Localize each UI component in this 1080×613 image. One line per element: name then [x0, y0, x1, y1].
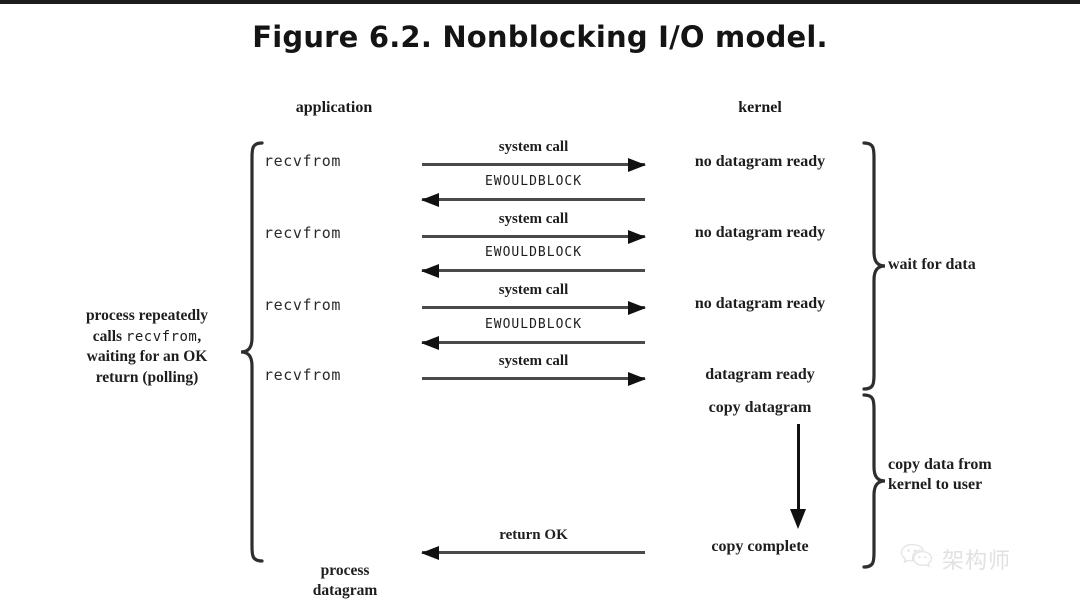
message-label: EWOULDBLOCK — [484, 174, 583, 189]
page-title: Figure 6.2. Nonblocking I/O model. — [252, 20, 828, 54]
application-call-4: recvfrom — [264, 366, 342, 384]
message-label: system call — [498, 211, 569, 227]
arrow-shaft — [422, 377, 645, 380]
brace-wait-for-data — [862, 140, 888, 392]
arrow-shaft — [422, 198, 645, 201]
message-label: system call — [498, 282, 569, 298]
message-label: system call — [498, 353, 569, 369]
application-call-1: recvfrom — [264, 152, 342, 170]
arrow-shaft — [422, 269, 645, 272]
brace-application — [238, 140, 264, 564]
note-line-2-prefix: calls — [92, 327, 126, 345]
process-datagram-line-1: process — [320, 562, 370, 579]
column-header-application: application — [295, 99, 373, 116]
brace-copy-data — [862, 392, 888, 570]
arrowhead-right — [628, 301, 646, 315]
application-call-3: recvfrom — [264, 296, 342, 314]
message-label: system call — [498, 139, 569, 155]
brace-label-wait-for-data: wait for data — [888, 256, 976, 273]
arrowhead-left — [421, 264, 439, 278]
copy-data-line-1: copy data from — [888, 456, 992, 473]
arrow-shaft — [422, 235, 645, 238]
copy-progress-arrow — [790, 424, 806, 529]
copy-data-line-2: kernel to user — [888, 476, 983, 494]
kernel-state-2: no datagram ready — [694, 224, 826, 241]
arrow-shaft — [797, 424, 800, 510]
message-label: EWOULDBLOCK — [484, 245, 583, 260]
note-line-1: process repeatedly — [85, 307, 209, 324]
kernel-state-3: no datagram ready — [694, 295, 826, 312]
arrow-shaft — [422, 163, 645, 166]
arrowhead-right — [628, 230, 646, 244]
arrowhead-down — [790, 509, 806, 529]
note-line-2-mono: recvfrom — [125, 328, 198, 345]
note-line-3: waiting for an OK — [86, 348, 208, 366]
top-border-rule — [0, 0, 1080, 4]
arrow-shaft — [422, 306, 645, 309]
note-line-4: return (polling) — [95, 368, 199, 386]
watermark: 架构师 — [900, 542, 1011, 575]
column-header-kernel: kernel — [738, 99, 782, 116]
arrowhead-left — [421, 336, 439, 350]
arrowhead-right — [628, 372, 646, 386]
process-datagram-label: process datagram — [260, 561, 430, 601]
arrow-shaft — [422, 341, 645, 344]
application-call-2: recvfrom — [264, 224, 342, 242]
message-label: EWOULDBLOCK — [484, 317, 583, 332]
arrowhead-right — [628, 158, 646, 172]
application-note: process repeatedly calls recvfrom, waiti… — [52, 306, 242, 388]
arrowhead-left — [421, 193, 439, 207]
message-label: return OK — [499, 527, 568, 543]
watermark-text: 架构师 — [942, 548, 1012, 574]
wechat-icon — [900, 542, 934, 575]
process-datagram-line-2: datagram — [312, 582, 378, 600]
kernel-state-1: no datagram ready — [694, 153, 826, 170]
note-line-2-suffix: , — [197, 327, 202, 345]
arrow-shaft — [422, 551, 645, 554]
kernel-state-copy-complete: copy complete — [711, 538, 809, 555]
brace-label-copy-data: copy data from kernel to user — [888, 455, 992, 496]
kernel-state-copy-datagram: copy datagram — [708, 399, 812, 416]
kernel-state-4: datagram ready — [705, 366, 815, 383]
arrowhead-left — [421, 546, 439, 560]
